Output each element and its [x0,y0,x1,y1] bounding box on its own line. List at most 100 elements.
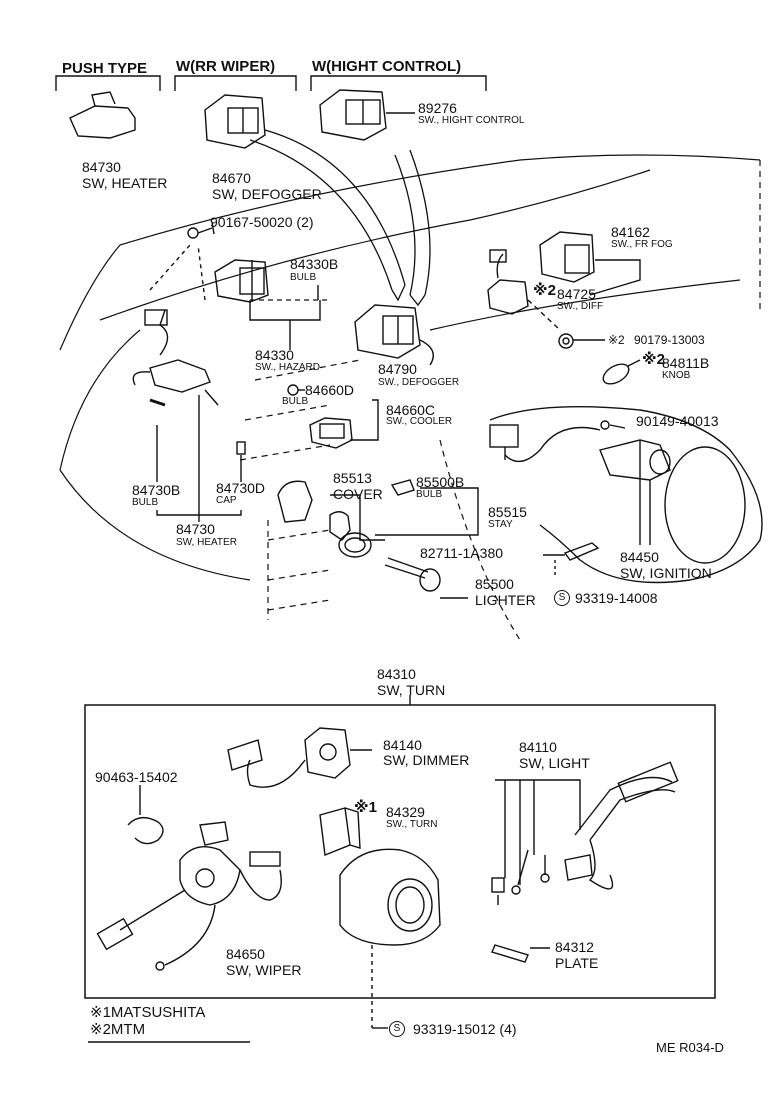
part-84310-name: SW, TURN [377,682,446,698]
part-84725-number: 84725 [557,286,596,302]
header-push-type: PUSH TYPE [62,60,148,77]
part-89276-name: SW., HIGHT CONTROL [418,115,525,126]
screw-90167-drawing [149,221,215,301]
stay-bracket-lines [375,487,479,536]
light-switch-leaders [495,779,581,885]
part-85513-number: 85513 [333,470,372,486]
part-90179-number: 90179-13003 [634,333,705,347]
wiper-switch-drawing [96,821,282,971]
part-84329-marker: ※1 [354,799,377,816]
part-84650-name: SW, WIPER [226,962,302,978]
part-84312-name: PLATE [555,955,599,971]
part-89276-number: 89276 [418,100,457,116]
part-84329-number: 84329 [386,804,425,820]
part-84450-name: SW, IGNITION [620,565,712,581]
legend-note-2: ※2MTM [90,1021,146,1038]
part-85515-number: 85515 [488,504,527,520]
part-84330B-number: 84330B [290,256,339,272]
part-84730B-number: 84730B [132,482,181,498]
defogger-switch-drawing [354,304,434,366]
knob-drawing [602,359,641,385]
part-84330-number: 84330 [255,347,294,363]
part-84790-number: 84790 [378,361,417,377]
heater-switch-push-drawing [69,91,136,139]
part-84730-bottom-number: 84730 [176,521,215,537]
heater-switch-lever-drawing [132,309,219,407]
diff-switch-drawing [487,249,561,331]
part-84330B-name: BULB [290,272,317,283]
part-84140-name: SW, DIMMER [383,752,470,768]
part-84790-name: SW., DEFOGGER [378,377,460,388]
plate-84312-drawing [491,944,550,963]
part-84811B-name: KNOB [662,370,691,381]
part-84312-number: 84312 [555,939,594,955]
part-84110-name: SW, LIGHT [519,755,590,771]
part-84650-number: 84650 [226,946,265,962]
part-82711-number: 82711-1A380 [420,545,504,561]
part-84730D-name: CAP [216,495,237,506]
dashboard-outline [59,154,761,641]
part-85500-number: 85500 [475,576,514,592]
legend-note-1: ※1MATSUSHITA [90,1004,206,1021]
part-84730D-number: 84730D [216,480,266,496]
fog-switch-drawing [539,231,641,296]
part-84140-number: 84140 [383,737,422,753]
part-84660C-name: SW., COOLER [386,416,453,427]
dimmer-switch-drawing [227,727,372,788]
ignition-switch-drawing [489,420,671,545]
part-84670-name: SW, DEFOGGER [212,186,322,202]
part-84730B-name: BULB [132,497,159,508]
part-93319-15012-number: 93319-15012 (4) [413,1021,517,1037]
part-84811B-marker: ※2 [642,351,665,368]
part-84162-number: 84162 [611,224,650,240]
nut-90179-drawing [558,333,605,349]
screw-symbol-15012: S [389,1021,405,1037]
part-84660C-number: 84660C [386,402,436,418]
part-85500-name: LIGHTER [475,592,536,608]
part-85513-name: COVER [333,486,383,502]
bulb-84660D-drawing [287,384,305,396]
column-assembly-drawing [339,848,441,1029]
part-84310-number: 84310 [377,666,416,682]
part-84660D-number: 84660D [305,382,355,398]
clip-82711-drawing [543,542,600,575]
part-84450-number: 84450 [620,549,659,565]
part-84730-top-number: 84730 [82,159,121,175]
header-hight-control: W(HIGHT CONTROL) [312,58,462,75]
hight-control-switch-drawing [319,89,415,141]
cooler-switch-drawing [309,399,379,449]
column-shroud-outline [489,405,763,584]
part-84162-name: SW., FR FOG [611,239,673,250]
hazard-switch-drawing [214,259,321,350]
diagram-reference-code: ME R034-D [656,1040,724,1055]
part-93319-14008-number: 93319-14008 [575,590,658,606]
header-rr-wiper: W(RR WIPER) [176,58,276,75]
light-switch-drawing [491,761,679,905]
part-90167-number: 90167-50020 (2) [210,214,314,230]
turn-module-drawing [319,807,361,856]
part-84725-name: SW., DIFF [557,301,604,312]
header-brackets [55,75,487,91]
part-84811B-number: 84811B [662,355,710,371]
defogger-switch-rr-drawing [204,94,266,149]
part-84730-top-name: SW, HEATER [82,175,168,191]
heater-leader-lines [156,395,246,522]
part-85515-name: STAY [488,519,513,530]
part-84725-marker: ※2 [533,282,556,299]
part-90149-number: 90149-40013 [636,413,719,429]
part-84730-bottom-name: SW, HEATER [176,537,237,548]
lighter-assembly-drawing [277,479,441,592]
part-90179-marker: ※2 [608,333,625,347]
part-84660D-name: BULB [282,396,309,407]
part-84670-number: 84670 [212,170,251,186]
part-85500B-name: BULB [416,489,443,500]
part-84330-name: SW., HAZARD [255,362,321,373]
turn-switch-box [84,704,716,999]
part-90463-number: 90463-15402 [95,769,178,785]
clamp-90463-drawing [127,785,164,845]
part-84329-name: SW., TURN [386,820,438,830]
part-85500B-number: 85500B [416,474,465,490]
screw-symbol-14008: S [554,590,570,606]
